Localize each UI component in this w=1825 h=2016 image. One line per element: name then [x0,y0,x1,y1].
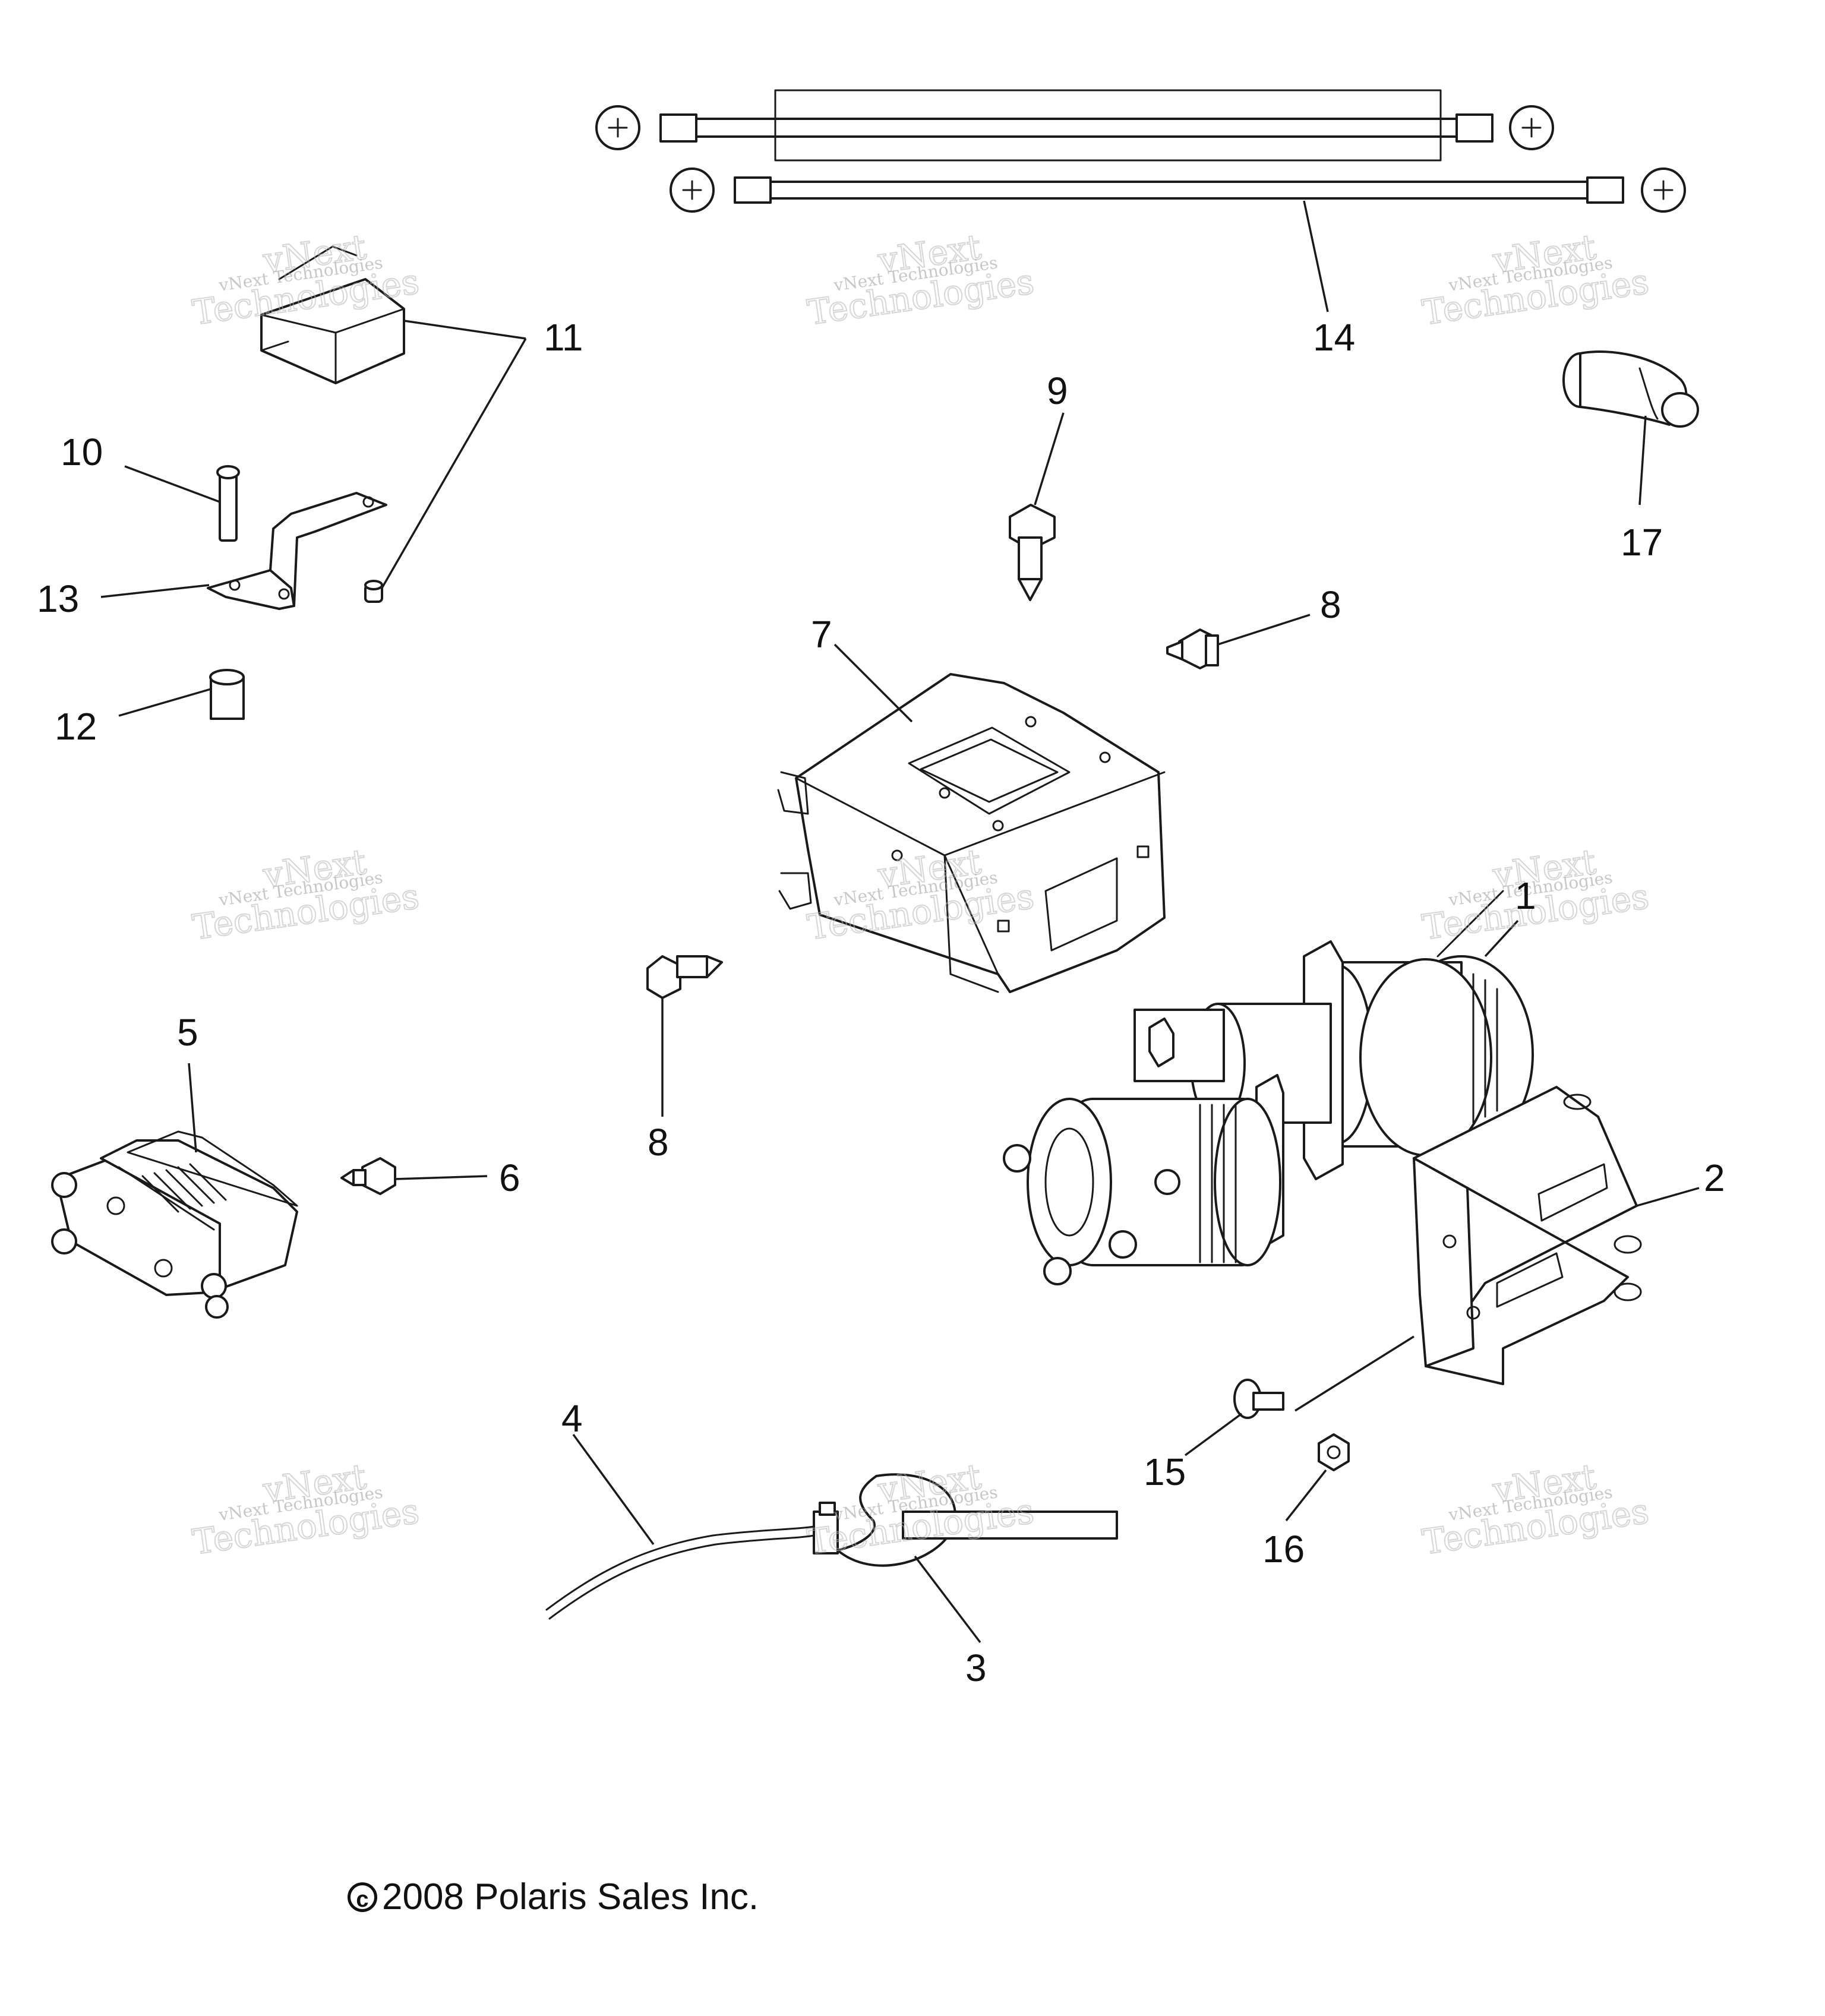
roller-fairlead[interactable] [1413,1086,1642,1385]
winch-assembly[interactable] [1003,890,1534,1285]
watermark-bottom-right: vNext Technologies vNext Technologies [1419,1455,1652,1563]
callout-13[interactable]: 13 [37,577,79,620]
elbow-boot[interactable] [1562,350,1699,428]
mount-bolt-top[interactable] [1009,504,1056,601]
callout-6[interactable]: 6 [499,1156,520,1199]
callout-2[interactable]: 2 [1704,1156,1725,1199]
callout-5[interactable]: 5 [177,1011,198,1054]
contactor-screw[interactable] [340,1157,396,1195]
callout-8-lower[interactable]: 8 [648,1121,669,1164]
callout-7[interactable]: 7 [811,613,832,656]
callout-17[interactable]: 17 [1621,521,1663,564]
callout-14[interactable]: 14 [1313,316,1355,359]
watermark-bottom-center: vNext Technologies vNext Technologies [804,1455,1037,1563]
terminal-boot-cover[interactable] [260,245,405,384]
winch-control-wire[interactable] [545,1502,839,1620]
winch-mount-plate[interactable] [777,673,1166,993]
watermark-bottom-left: vNext Technologies vNext Technologies [190,1455,422,1563]
watermark-mid-left: vNext Technologies vNext Technologies [190,840,422,948]
wire-clamp[interactable] [836,1473,1118,1567]
copyright-text: 2008 Polaris Sales Inc. [382,1876,759,1917]
bracket-bolt[interactable] [216,465,240,542]
spacer[interactable] [209,669,245,720]
callout-8-upper[interactable]: 8 [1320,583,1341,626]
watermark-top-right: vNext Technologies vNext Technologies [1419,226,1652,333]
self-tapping-screw-upper[interactable] [1166,628,1219,669]
callout-16[interactable]: 16 [1262,1528,1305,1571]
fairlead-bolt[interactable] [1233,1379,1284,1419]
copyright-symbol: c [348,1882,377,1912]
callout-9[interactable]: 9 [1047,369,1068,412]
callout-4[interactable]: 4 [561,1397,583,1440]
callout-15[interactable]: 15 [1144,1451,1186,1493]
callout-1[interactable]: 1 [1515,874,1536,917]
watermark-top-center: vNext Technologies vNext Technologies [804,226,1037,333]
battery-cable-upper[interactable] [595,89,1554,162]
winch-contactor[interactable] [51,1130,298,1319]
mounting-bracket[interactable] [207,492,387,610]
callout-10[interactable]: 10 [61,431,103,473]
fairlead-nut[interactable] [1318,1433,1350,1471]
small-nut[interactable] [364,580,383,603]
battery-cable-lower[interactable] [670,168,1686,213]
callout-3[interactable]: 3 [965,1647,987,1689]
self-tapping-screw-lower[interactable] [646,955,723,999]
callout-11[interactable]: 11 [544,316,583,359]
callout-12[interactable]: 12 [55,705,97,748]
